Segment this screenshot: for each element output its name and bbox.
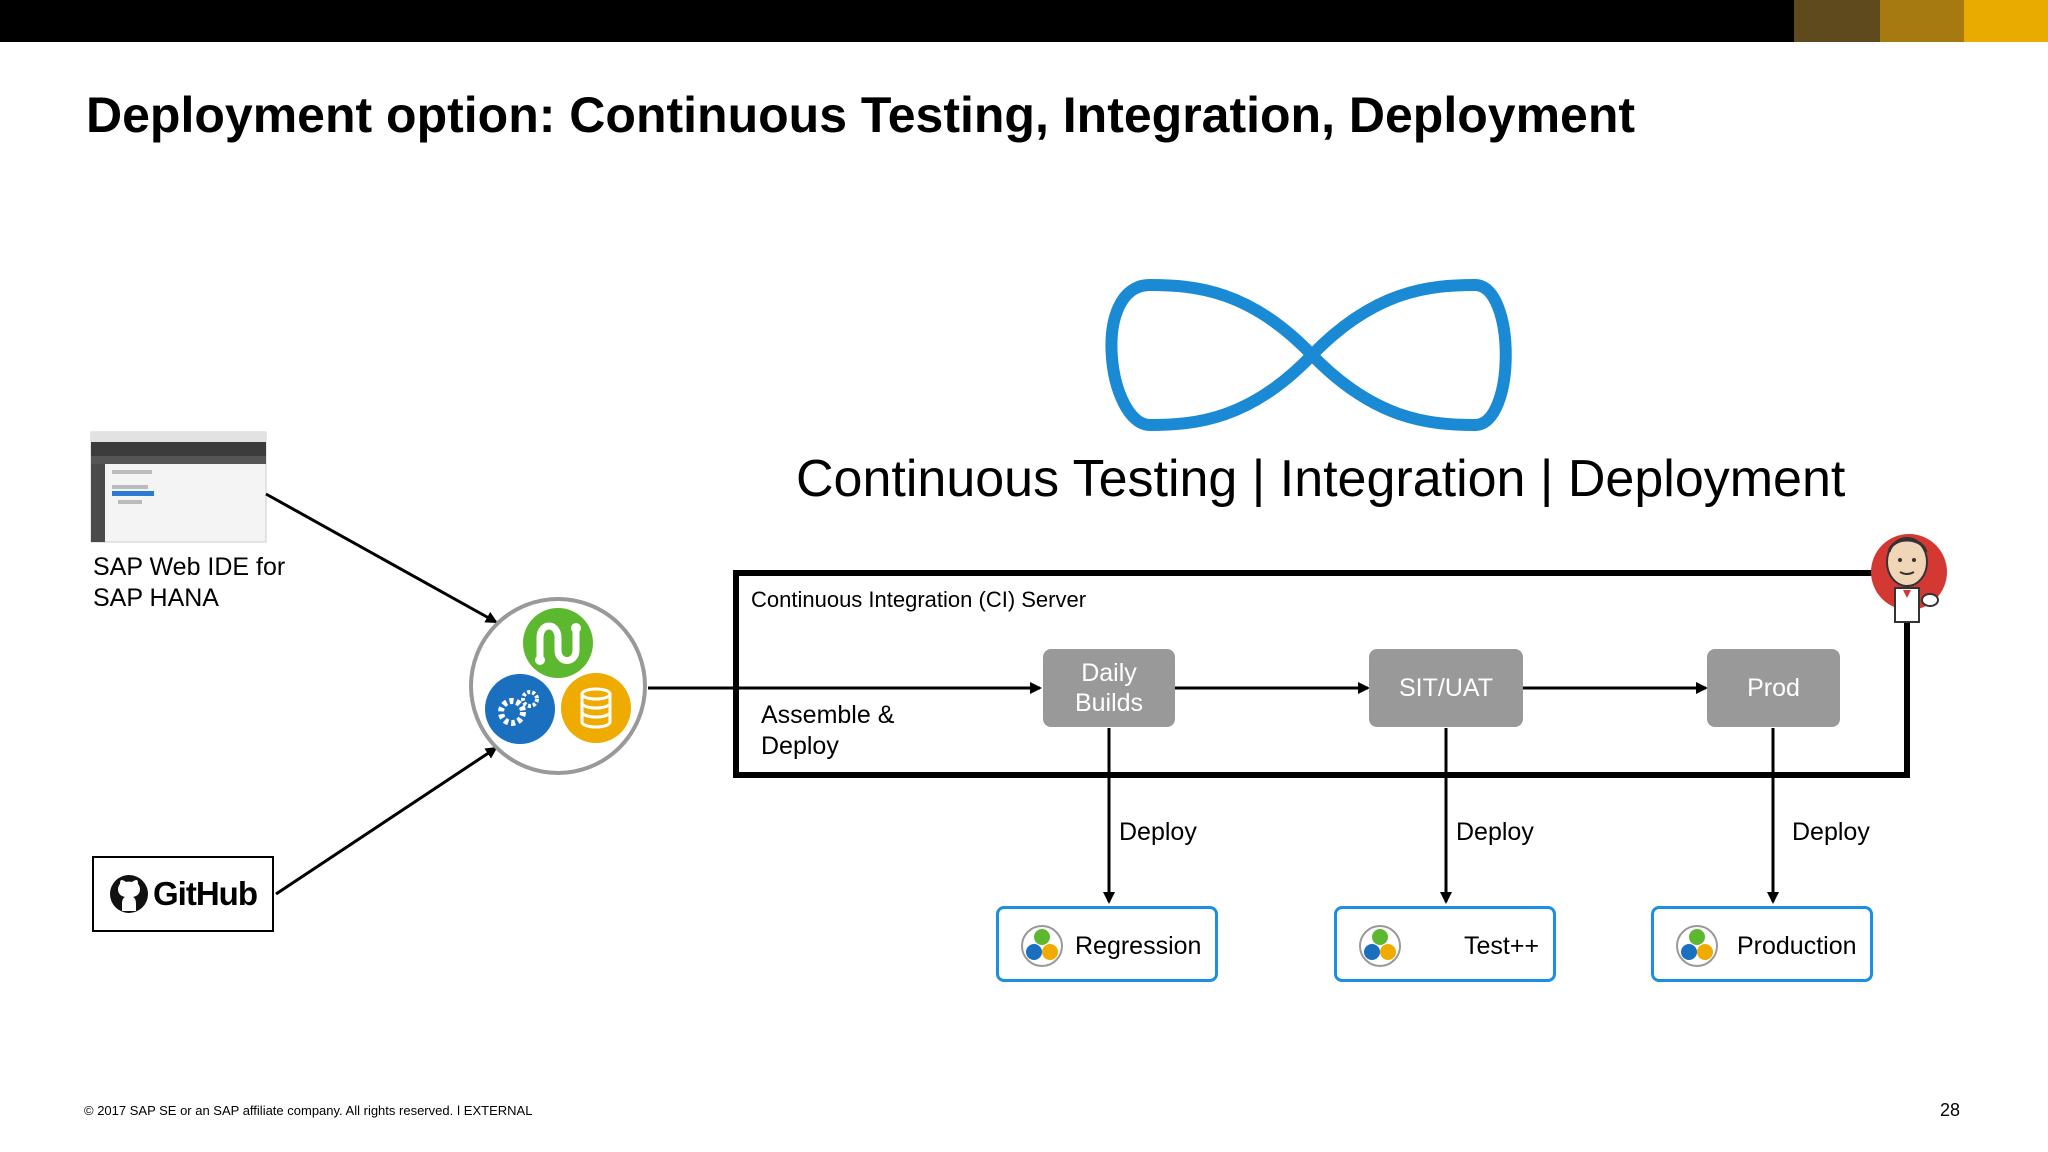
target-label: Test++ <box>1464 932 1540 960</box>
target-label: Production <box>1737 932 1857 960</box>
sap-web-ide-label: SAP Web IDE for SAP HANA <box>93 553 286 612</box>
target-test: Test++ <box>1334 906 1556 982</box>
jenkins-icon <box>1871 534 1947 623</box>
deploy-label-regression: Deploy <box>1119 818 1197 846</box>
hana-hub-icon <box>469 597 647 775</box>
slide-title: Deployment option: Continuous Testing, I… <box>86 87 1636 143</box>
stage-label: Daily Builds <box>1074 659 1144 717</box>
deploy-label-production: Deploy <box>1792 818 1870 846</box>
infinity-icon <box>1105 279 1512 431</box>
stage-prod: Prod <box>1707 649 1840 727</box>
subtitle: Continuous Testing | Integration | Deplo… <box>796 450 1846 508</box>
target-regression: Regression <box>996 906 1218 982</box>
stage-label: Prod <box>1747 674 1800 702</box>
ci-server-label: Continuous Integration (CI) Server <box>751 587 1087 612</box>
brand-bar-segment-gold <box>1964 0 2048 42</box>
brand-bar-segment-mid <box>1880 0 1964 42</box>
hana-mini-icon <box>1676 925 1718 967</box>
ci-server-box <box>733 570 1910 778</box>
top-brand-bar <box>0 0 2048 42</box>
target-label: Regression <box>1075 932 1202 960</box>
github-logo: GitHub <box>92 856 274 932</box>
sap-web-ide-screenshot <box>90 431 267 543</box>
footer-copyright: © 2017 SAP SE or an SAP affiliate compan… <box>84 1103 533 1118</box>
hana-mini-icon <box>1021 925 1063 967</box>
deploy-label-test: Deploy <box>1456 818 1534 846</box>
github-wordmark: GitHub <box>153 875 258 912</box>
hana-mini-icon <box>1359 925 1401 967</box>
ide-to-hub-arrow <box>265 492 498 624</box>
github-icon <box>110 875 148 913</box>
stage-sit-uat: SIT/UAT <box>1369 649 1523 727</box>
target-production: Production <box>1651 906 1873 982</box>
stage-label: SIT/UAT <box>1399 674 1493 702</box>
stage-daily-builds: Daily Builds <box>1043 649 1175 727</box>
brand-bar-segment-dark <box>1794 0 1880 42</box>
github-to-hub-arrow <box>275 746 498 896</box>
assemble-deploy-label: Assemble & Deploy <box>761 701 895 760</box>
page-number: 28 <box>1940 1100 1961 1120</box>
